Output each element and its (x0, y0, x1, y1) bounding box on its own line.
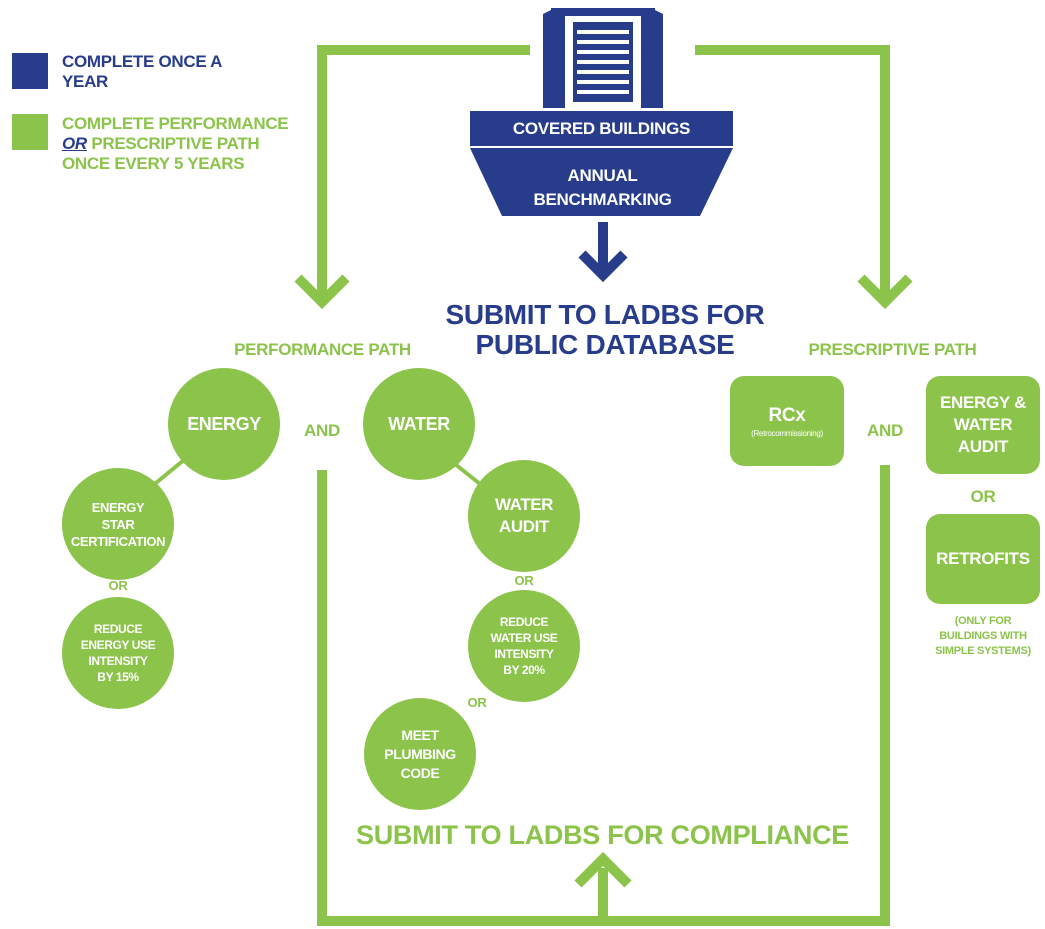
water-label: WATER (388, 413, 450, 434)
water-audit-line-2: AUDIT (499, 517, 549, 536)
performance-path-title: PERFORMANCE PATH (234, 340, 411, 359)
legend-blue-text: COMPLETE ONCE A YEAR (62, 52, 222, 91)
energy-star-line-2: STAR (101, 516, 135, 532)
energy-circle: ENERGY (168, 368, 280, 480)
reduce-water-circle: REDUCE WATER USE INTENSITY BY 20% (468, 590, 580, 702)
legend-green-line-2-rest: PRESCRIPTIVE PATH (86, 134, 260, 153)
reduce-water-line-4: BY 20% (503, 663, 545, 677)
legend-green-line-2: OR PRESCRIPTIVE PATH (62, 134, 322, 154)
or-water-label: OR (514, 573, 534, 588)
audit-line-2: WATER (953, 415, 1013, 434)
energy-star-circle: ENERGY STAR CERTIFICATION (62, 468, 174, 580)
reduce-energy-line-2: ENERGY USE (80, 638, 156, 652)
plumbing-circle: MEET PLUMBING CODE (364, 698, 476, 810)
performance-and-label: AND (304, 421, 340, 440)
legend-green-or: OR (62, 134, 87, 153)
legend-green-text: COMPLETE PERFORMANCE OR PRESCRIPTIVE PAT… (62, 114, 322, 174)
rcx-box: RCx (Retrocommissioning) (730, 376, 844, 466)
or-energy-label: OR (108, 578, 128, 593)
note-line-1: (ONLY FOR (954, 615, 1012, 627)
compliance-arrow-head (574, 851, 632, 888)
retrofits-box: RETROFITS (926, 514, 1040, 604)
reduce-energy-line-3: INTENSITY (88, 654, 148, 668)
audit-line-1: ENERGY & (939, 393, 1027, 412)
prescriptive-or-label: OR (970, 487, 996, 506)
annual-label: ANNUAL (567, 166, 638, 185)
performance-connector (317, 45, 530, 300)
prescriptive-and-label: AND (867, 421, 903, 440)
legend-green-line-3: ONCE EVERY 5 YEARS (62, 154, 245, 173)
rcx-label: RCx (768, 404, 806, 426)
reduce-water-line-1: REDUCE (499, 615, 549, 629)
submit-public-line-2: PUBLIC DATABASE (475, 329, 735, 360)
plumbing-line-1: MEET (401, 726, 439, 743)
public-arrow-head (578, 250, 628, 283)
prescriptive-arrow-head (857, 274, 913, 310)
submit-compliance-label: SUBMIT TO LADBS FOR COMPLIANCE (356, 820, 849, 850)
audit-line-3: AUDIT (957, 437, 1009, 456)
covered-buildings-label: COVERED BUILDINGS (512, 119, 691, 138)
submit-public-line-1: SUBMIT TO LADBS FOR (445, 299, 765, 330)
water-audit-circle: WATER AUDIT (468, 460, 580, 572)
plumbing-line-3: CODE (400, 764, 440, 781)
prescriptive-connector (695, 45, 890, 300)
legend-blue-swatch (12, 53, 48, 89)
office-building-icon (543, 8, 663, 108)
reduce-water-line-3: INTENSITY (494, 647, 554, 661)
reduce-energy-line-4: BY 15% (97, 670, 139, 684)
or-plumbing-label: OR (467, 695, 487, 710)
benchmarking-label: BENCHMARKING (533, 190, 672, 209)
retrofits-note: (ONLY FOR BUILDINGS WITH SIMPLE SYSTEMS) (918, 614, 1045, 659)
prescriptive-path-title: PRESCRIPTIVE PATH (808, 340, 977, 359)
legend-green-line-1: COMPLETE PERFORMANCE (62, 114, 289, 133)
retrofits-label: RETROFITS (936, 549, 1030, 568)
energy-water-audit-box: ENERGY & WATER AUDIT (926, 376, 1040, 474)
energy-star-line-1: ENERGY (91, 499, 145, 515)
annual-benchmarking-label: ANNUAL BENCHMARKING (490, 164, 715, 212)
reduce-energy-line-1: REDUCE (93, 622, 143, 636)
submit-public-database-label: SUBMIT TO LADBS FOR PUBLIC DATABASE (430, 300, 780, 360)
performance-arrow-head (294, 274, 350, 310)
note-line-2: BUILDINGS WITH (939, 630, 1027, 642)
rcx-sublabel: (Retrocommissioning) (751, 428, 823, 438)
legend-green-swatch (12, 114, 48, 150)
covered-buildings-bar (470, 111, 733, 146)
note-line-3: SIMPLE SYSTEMS) (935, 645, 1031, 657)
water-audit-line-1: WATER (494, 495, 554, 514)
benchmarking-funnel (470, 148, 733, 216)
reduce-energy-circle: REDUCE ENERGY USE INTENSITY BY 15% (62, 597, 174, 709)
plumbing-line-2: PLUMBING (384, 745, 456, 762)
energy-label: ENERGY (187, 413, 261, 434)
water-circle: WATER (363, 368, 475, 480)
reduce-water-line-2: WATER USE (490, 631, 558, 645)
energy-star-line-3: CERTIFICATION (70, 533, 166, 549)
